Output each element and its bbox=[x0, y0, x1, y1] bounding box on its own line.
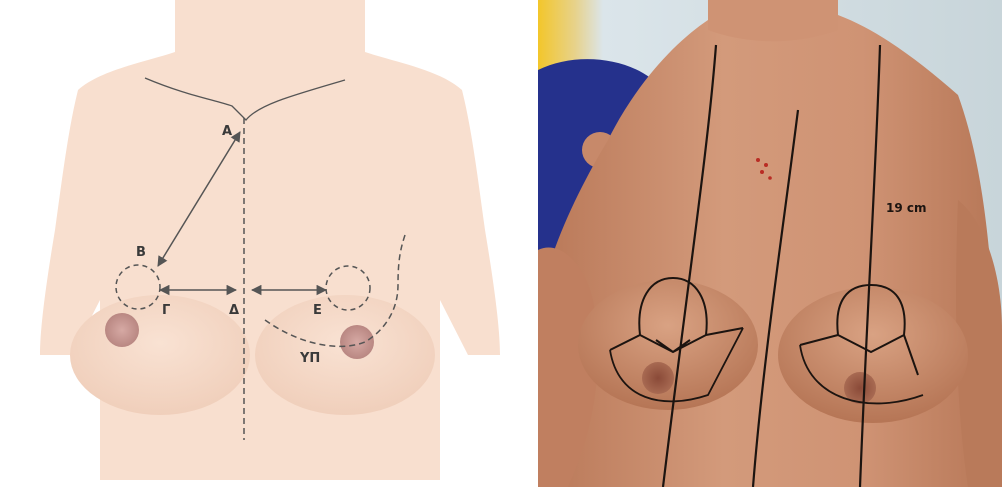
red-mark bbox=[756, 158, 760, 162]
torso-silhouette bbox=[40, 0, 500, 480]
label-g: Γ bbox=[162, 303, 170, 318]
right-breast bbox=[255, 295, 435, 415]
label-d: Δ bbox=[229, 303, 239, 318]
label-b: Β bbox=[136, 245, 146, 260]
clinical-photo-illustration: 19 cm bbox=[538, 0, 1002, 487]
nipple-right bbox=[340, 325, 374, 359]
clinical-photo: 19 cm bbox=[538, 0, 1002, 487]
photo-left-breast bbox=[578, 280, 758, 410]
left-breast bbox=[70, 295, 250, 415]
diagram-panel: Α Β Γ Δ Ε ΥΠ bbox=[0, 0, 520, 487]
photo-neck bbox=[708, 0, 838, 41]
label-yp: ΥΠ bbox=[299, 351, 320, 366]
label-a: Α bbox=[222, 124, 232, 139]
nipple-left bbox=[105, 313, 139, 347]
red-mark bbox=[768, 176, 772, 180]
label-e: Ε bbox=[313, 303, 322, 318]
torso-diagram: Α Β Γ Δ Ε ΥΠ bbox=[0, 0, 520, 487]
photo-left-areola bbox=[642, 362, 674, 394]
red-mark bbox=[764, 163, 768, 167]
red-mark bbox=[760, 170, 764, 174]
handwritten-annotation: 19 cm bbox=[886, 201, 927, 215]
